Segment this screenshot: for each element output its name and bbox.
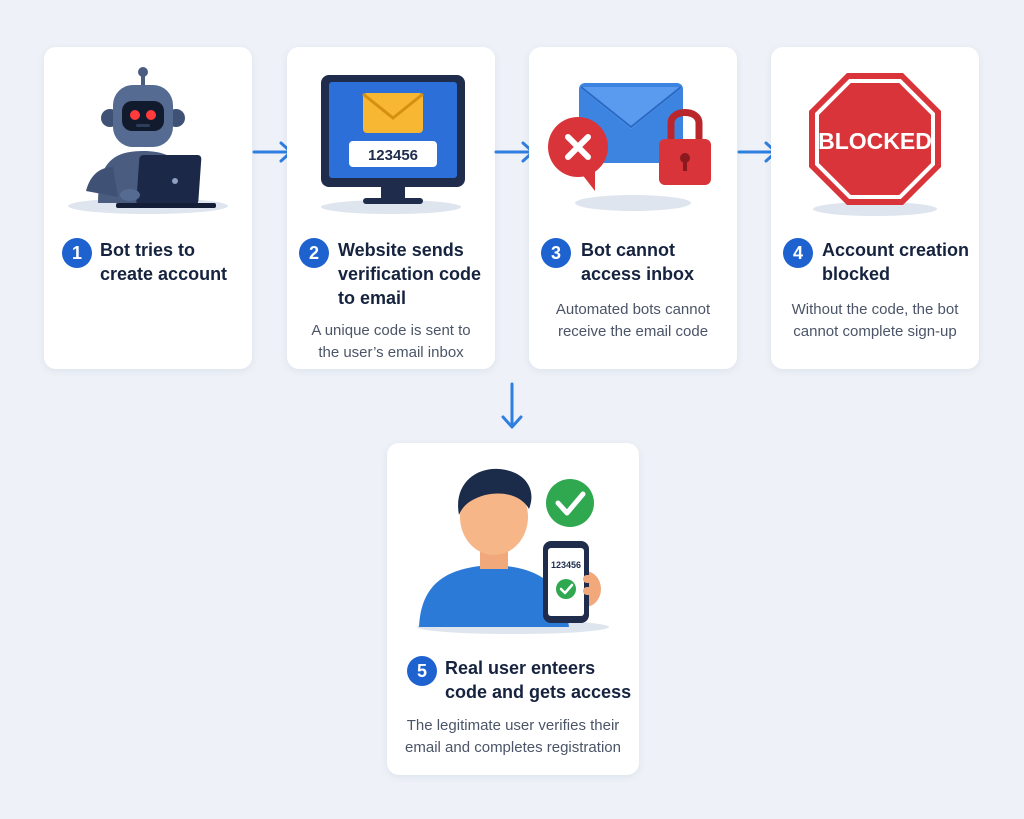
step-description: Automated bots cannot receive the email …: [555, 301, 711, 340]
step-number: 1: [62, 238, 92, 268]
step-title: Bot cannot access inbox: [581, 240, 695, 284]
step-card-2: 123456 2 Website sends verification code…: [287, 47, 495, 369]
step-number: 2: [299, 238, 329, 268]
email-code-text: 123456: [368, 147, 418, 164]
monitor-with-email-icon: 123456: [321, 75, 465, 214]
step-title: Account creation blocked: [822, 240, 970, 284]
step-title: Real user enteers code and gets access: [445, 658, 632, 702]
step-title: Website sends verification code to email: [338, 240, 482, 308]
step-number: 3: [541, 238, 571, 268]
step-card-5: 123456 5 Real user enteers code and gets…: [387, 443, 639, 775]
step-card-4: BLOCKED 4 Account creation blocked Witho…: [771, 47, 979, 369]
step-description: Without the code, the bot cannot complet…: [791, 301, 959, 340]
user-with-phone-icon: 123456: [417, 468, 609, 634]
step-number: 5: [407, 656, 437, 686]
stop-sign-icon: BLOCKED: [809, 73, 941, 216]
step-description: The legitimate user verifies their email…: [405, 717, 621, 756]
arrow-down-icon: [501, 382, 523, 429]
step-card-3: 3 Bot cannot access inbox Automated bots…: [529, 47, 737, 369]
robot-with-laptop-icon: [68, 67, 228, 214]
blocked-sign-text: BLOCKED: [818, 128, 932, 154]
step-number: 4: [783, 238, 813, 268]
step-description: A unique code is sent to the user’s emai…: [311, 322, 471, 361]
locked-email-icon: [548, 83, 711, 211]
phone-code-text: 123456: [551, 560, 581, 570]
step-card-1: 1 Bot tries to create account: [44, 47, 252, 369]
step-title: Bot tries to create account: [100, 240, 228, 284]
